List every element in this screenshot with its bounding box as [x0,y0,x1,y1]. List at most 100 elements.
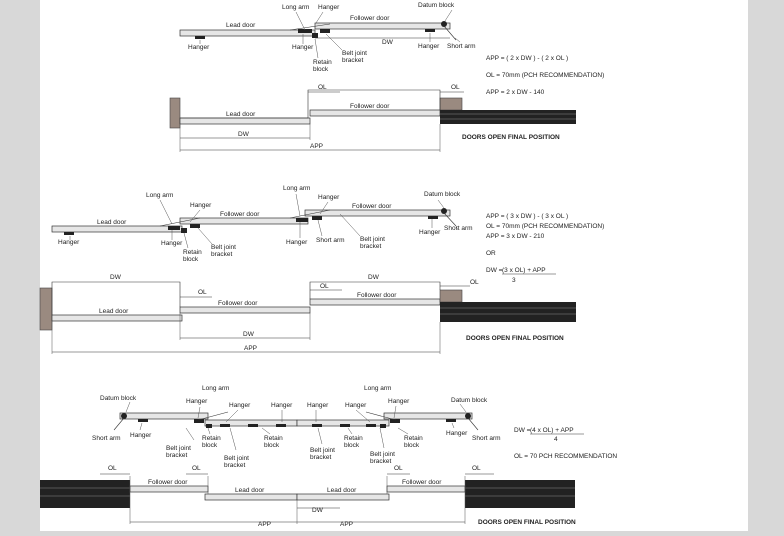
ol-label: OL [451,84,460,91]
hanger-icon [194,419,204,423]
ol-label: OL [472,465,481,472]
belt-joint-label: Belt joint [166,445,191,452]
hanger-icon [138,419,148,422]
datum-block-icon [121,413,127,419]
three-door-elevation: DW DW OL OL OL Lead door Follower door F… [39,274,576,354]
formula-line: APP = 2 x DW - 140 [486,89,545,96]
hanger-icon [296,218,308,222]
dw-label: DW [312,507,324,514]
retain-label: Retain [344,435,363,442]
follower-door-label: Follower door [350,15,390,22]
lead-door-label: Lead door [99,308,129,315]
formula-numerator: (3 x OL) + APP [502,267,546,274]
follower-door-elevation [179,306,311,314]
hanger-label: Hanger [161,240,183,247]
retain-block-icon [380,424,386,428]
long-arm-icon [159,217,201,227]
short-arm-icon [443,25,457,41]
long-arm-label: Long arm [283,185,310,192]
hanger-label: Hanger [345,402,367,409]
follower-door-label: Follower door [402,479,442,486]
bracket-label: bracket [360,243,382,250]
two-door-elevation: Lead door Follower door OL OL DW APP DOO… [169,84,576,152]
fixed-panel [465,480,575,508]
long-arm-icon [289,23,331,31]
dw-label: DW [238,131,250,138]
formula-line: APP = ( 2 x DW ) - ( 2 x OL ) [486,55,568,62]
hanger-icon [390,419,400,423]
fixed-panel [440,302,576,322]
hanger-icon [298,29,312,33]
long-arm-icon [197,411,229,421]
four-door-elevation: OL OL OL OL Follower door Lead door Lead… [40,465,576,528]
block-label: block [264,442,280,449]
formula-denominator: 4 [554,436,558,443]
lead-door-label: Lead door [235,487,265,494]
retain-label: Retain [264,435,283,442]
hanger-label: Hanger [130,432,152,439]
belt-joint-bracket-icon [248,424,258,427]
follower-door-elevation [309,109,441,117]
belt-joint-label: Belt joint [342,50,367,57]
short-arm-icon [113,417,125,431]
follower-door-plan [304,209,451,217]
follower-door-plan [383,412,473,420]
follower-door-label: Follower door [148,479,188,486]
ol-label: OL [470,279,479,286]
lead-door-label: Lead door [327,487,357,494]
short-arm-label: Short arm [444,225,473,232]
bracket-label: bracket [342,57,364,64]
lead-door-label: Lead door [97,219,127,226]
app-label: APP [244,345,257,352]
belt-joint-label: Belt joint [360,236,385,243]
formula-numerator: (4 x OL) + APP [530,427,574,434]
hanger-icon [195,36,205,39]
formula-lhs: DW = [514,427,531,434]
belt-joint-bracket-icon [190,224,200,228]
datum-block-label: Datum block [418,2,455,9]
bracket-label: bracket [310,454,332,461]
belt-joint-bracket-icon [312,216,322,220]
two-door-section: Lead door Follower door Long arm Hanger … [169,2,604,152]
formula-denominator: 3 [512,277,516,284]
follower-door-elevation [129,485,209,493]
final-position-title: DOORS OPEN FINAL POSITION [478,519,576,526]
four-door-formulas: DW = (4 x OL) + APP 4 OL = 70 PCH RECOMM… [514,427,617,460]
dw-label: DW [110,274,122,281]
bracket-label: bracket [211,251,233,258]
hanger-icon [276,424,286,427]
hanger-icon [428,216,438,219]
lead-door-plan [179,29,316,37]
retain-label: Retain [183,249,202,256]
ol-label: OL [108,465,117,472]
ol-label: OL [198,289,207,296]
short-arm-label: Short arm [472,435,501,442]
retain-block-icon [181,228,187,233]
datum-block-label: Datum block [100,395,137,402]
follower-door-plan [179,217,309,225]
belt-joint-bracket-icon [320,29,330,33]
door-track-outline [180,89,441,119]
ol-label: OL [192,465,201,472]
follower-door-plan [119,412,209,420]
follower-door-label: Follower door [352,203,392,210]
short-arm-icon [467,417,479,431]
retain-block-icon [312,33,318,38]
hanger-label: Hanger [58,239,80,246]
app-label: APP [258,521,271,528]
hanger-label: Hanger [318,4,340,11]
formula-line: OL = 70mm (PCH RECOMMENDATION) [486,72,604,79]
block-label: block [183,256,199,263]
block-label: block [313,66,329,73]
lead-door-label: Lead door [226,22,256,29]
datum-wall [439,289,463,303]
long-arm-label: Long arm [364,385,391,392]
short-arm-label: Short arm [92,435,121,442]
hanger-label: Hanger [186,398,208,405]
hanger-icon [425,29,435,32]
final-position-title: DOORS OPEN FINAL POSITION [466,335,564,342]
ol-label: OL [320,283,329,290]
four-door-plan-view: Datum block Datum block Long arm Long ar… [92,385,501,469]
